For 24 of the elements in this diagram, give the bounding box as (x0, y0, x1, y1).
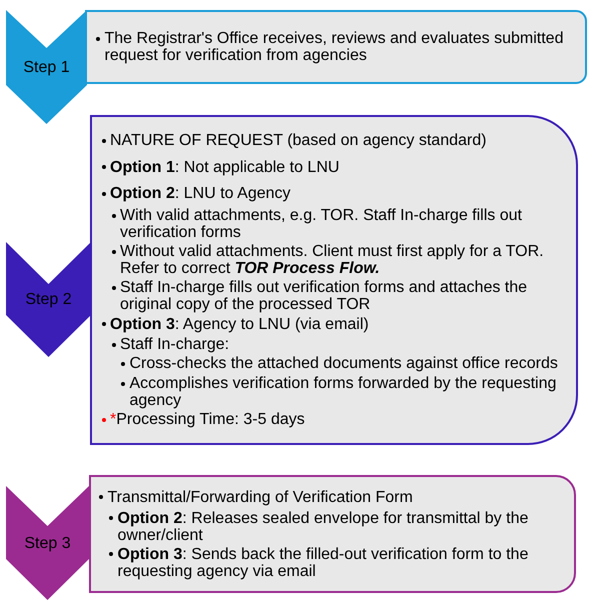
bullet-text: With valid attachments, e.g. TOR. Staff In-charge fills out verification forms (92, 207, 566, 241)
step-label: Step 2 (25, 291, 72, 308)
bullet-text: Option 3: Agency to LNU (via email) (92, 316, 566, 332)
bullet-text: *Processing Time: 3-5 days (92, 411, 566, 428)
bullet-text: Option 3: Sends back the filled-out verification form to the requesting agency via email (91, 546, 556, 580)
bullet-text: Option 2: LNU to Agency (92, 185, 566, 202)
step-description-panel (85, 10, 587, 84)
bullet-text: Transmittal/Forwarding of Verification Form (91, 488, 556, 506)
step-description-panel (89, 475, 576, 593)
step-chevron (6, 10, 87, 124)
step-chevron (6, 486, 89, 600)
bullet-text: Option 2: Releases sealed envelope for transmittal by the owner/client (91, 510, 556, 544)
bullet-text: Cross-checks the attached documents against office records (92, 355, 566, 372)
bullet-text: Staff In-charge: (92, 336, 566, 353)
step-chevron (6, 242, 91, 357)
bullet-text: Without valid attachments. Client must first apply for a TOR. Refer to correct TOR Process Flow. (92, 243, 566, 277)
step-label: Step 1 (23, 58, 70, 76)
step-label: Step 3 (24, 534, 71, 552)
bullet-text: NATURE OF REQUEST (based on agency standard) (92, 132, 566, 149)
bullet-text: Option 1: Not applicable to LNU (92, 158, 566, 176)
bullet-text: Staff In-charge fills out verification forms and attaches the original copy of the processed TOR (92, 279, 566, 313)
bullet-text: Accomplishes verification forms forwarded by the requesting agency (92, 375, 566, 409)
bullet-text: The Registrar's Office receives, reviews and evaluates submitted request for verification from agencies (87, 30, 571, 64)
step-description-panel (90, 115, 578, 445)
